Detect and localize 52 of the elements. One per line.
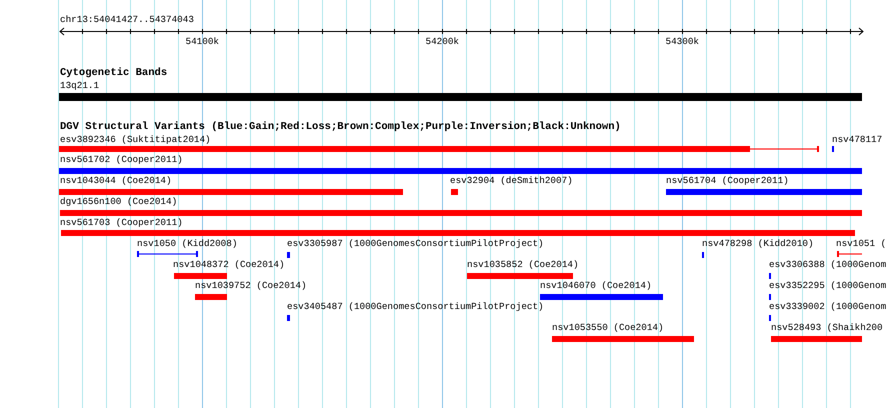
variant-feature [769, 280, 886, 300]
variant-feature [540, 280, 663, 300]
variant-feature [832, 134, 882, 152]
variant-feature [771, 322, 883, 342]
variant-feature [836, 238, 886, 257]
variant-feature [59, 134, 819, 152]
variant-label: nsv1035852 (Coe2014) [467, 259, 579, 271]
variant-label: esv3305987 (1000GenomesConsortiumPilotProject) [287, 238, 544, 250]
variant-label: nsv528493 (Shaikh200 [771, 322, 883, 334]
variant-label: dgv1656n100 (Coe2014) [60, 196, 178, 208]
variant-label: esv3306388 (1000Genom [769, 259, 886, 271]
tick-label: 54200k [426, 36, 459, 48]
variant-label: nsv478117 [832, 134, 882, 146]
variant-feature [60, 196, 862, 216]
track-title: DGV Structural Variants (Blue:Gain;Red:Loss;Brown:Complex;Purple:Inversion;Black:Unknown) [60, 121, 621, 133]
variant-label: nsv561704 (Cooper2011) [666, 175, 789, 187]
variant-label: esv3339002 (1000Genom [769, 301, 886, 313]
variant-feature [702, 238, 814, 258]
variant-label: esv32904 (deSmith2007) [450, 175, 573, 187]
variant-feature [59, 154, 862, 174]
track-title: Cytogenetic Bands [60, 67, 168, 79]
position-label: chr13:54041427..54374043 [60, 14, 194, 26]
variant-feature [173, 259, 285, 279]
variant-label: nsv561702 (Cooper2011) [60, 154, 183, 166]
variant-feature [287, 301, 544, 321]
variant-feature [195, 280, 307, 300]
variant-label: esv3352295 (1000Genom [769, 280, 886, 292]
variant-feature [450, 175, 573, 195]
variant-label: esv3892346 (Suktitipat2014) [60, 134, 211, 146]
variant-label: nsv1046070 (Coe2014) [540, 280, 652, 292]
variant-label: nsv1050 (Kidd2008) [137, 238, 238, 250]
variant-label: nsv478298 (Kidd2010) [702, 238, 814, 250]
variant-feature [769, 259, 886, 279]
variant-label: nsv1051 ( [836, 238, 886, 250]
variant-feature [287, 238, 544, 258]
variant-feature [769, 301, 886, 321]
variant-label: nsv561703 (Cooper2011) [60, 217, 183, 229]
band-label: 13q21.1 [60, 80, 100, 92]
variant-feature [552, 322, 694, 342]
variant-label: esv3405487 (1000GenomesConsortiumPilotProject) [287, 301, 544, 313]
variant-feature [60, 217, 855, 236]
variant-feature [137, 238, 237, 257]
tick-label: 54100k [186, 36, 219, 48]
variant-feature [666, 175, 862, 195]
variant-feature [59, 175, 403, 195]
variant-label: nsv1053550 (Coe2014) [552, 322, 664, 334]
variant-label: nsv1048372 (Coe2014) [173, 259, 285, 271]
variant-feature [467, 259, 579, 279]
tick-label: 54300k [666, 36, 699, 48]
variant-label: nsv1039752 (Coe2014) [195, 280, 307, 292]
variant-label: nsv1043044 (Coe2014) [60, 175, 172, 187]
cytoband-feature [59, 80, 862, 101]
